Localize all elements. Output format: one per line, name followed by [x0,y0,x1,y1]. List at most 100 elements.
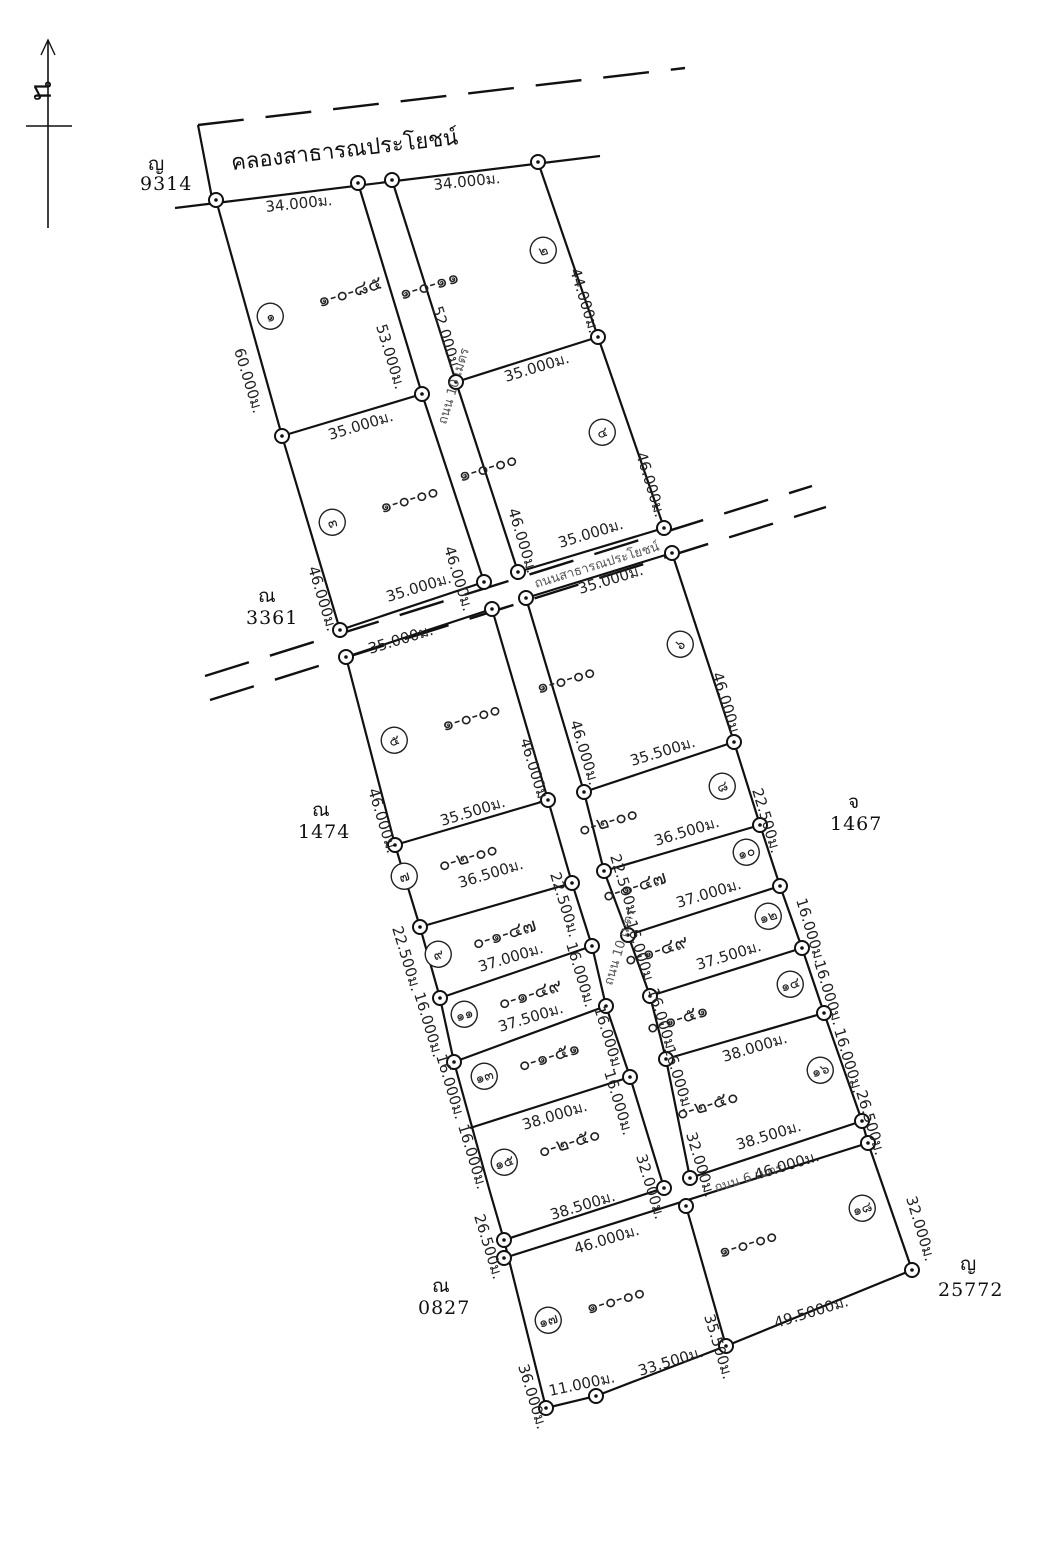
survey-point [596,863,612,879]
survey-point [682,1170,698,1186]
lot-label: ๑๖๐-๒-๕๐ [674,1056,834,1125]
dimension-label: 34.000ม. [433,169,502,194]
lot-area: ๐-๑-๕๑ [515,1037,582,1077]
lot-number: ๑๘ [851,1199,875,1220]
corner-name: ณ [432,1275,451,1297]
canal-label: คลองสาธารณประโยชน์ [230,124,460,176]
lot-number: ๔ [595,424,610,442]
lot-number-circle [470,1062,498,1090]
dimension-label: 16.000ม. [432,1052,469,1121]
lot-area: ๑-๐-๐๐ [716,1224,780,1263]
lot-label: ๑๕๐-๒-๕๐ [490,1123,603,1176]
lot-number-circle [708,772,736,800]
lot-area: ๑-๐-๐๐ [534,660,598,699]
lot-number-circle [380,726,408,754]
survey-point [484,601,500,617]
survey-point [208,192,224,208]
corner-number: 1467 [830,813,882,835]
dimension-label: 38.500ม. [548,1187,617,1224]
dimension-label: 35.500ม. [628,733,697,770]
lot-number: ๗ [397,868,412,886]
lot-number-circle [450,1000,478,1028]
dimension-label: 33.500ม. [636,1343,705,1380]
survey-point [664,545,680,561]
survey-point [387,837,403,853]
lot-number: ๑๖ [810,1061,832,1082]
dimension-label: 35.500ม. [438,793,507,830]
lot-area: ๐-๒-๕๐ [535,1123,602,1163]
survey-point [432,990,448,1006]
dimension-label: 46.000ม. [708,670,745,739]
dimension-label: 16.000ม. [830,1026,867,1095]
lot-number-circle [424,940,452,968]
dimension-label: 46.000ม. [304,564,341,633]
survey-point [794,940,810,956]
dimension-label: 36.500ม. [652,813,721,850]
corner-number: 9314 [140,173,192,195]
corner-number: 3361 [246,607,298,629]
lot-number: ๑๗ [537,1311,560,1332]
survey-point [496,1232,512,1248]
dimension-label: 35.000ม. [366,621,435,658]
dimension-label: 46.000ม. [364,786,401,855]
survey-point [656,1180,672,1196]
dimension-label: 60.000ม. [230,346,267,415]
survey-point [726,734,742,750]
lot-label: ๑๗๑-๐-๐๐ [534,1280,648,1334]
lot-number-circle [806,1056,834,1084]
lot-number-circle [318,508,346,536]
survey-point [678,1198,694,1214]
lot-number-circle [588,418,616,446]
survey-point [860,1135,876,1151]
dimension-label: 16.000ม. [660,1044,697,1113]
lot-number-circle [534,1306,562,1334]
lot-number: ๙ [431,946,445,964]
lot-label: ๓๑-๐-๐๐ [318,479,441,536]
survey-point [448,374,464,390]
survey-point [350,175,366,191]
dimension-label: 46.000ม. [504,506,541,575]
survey-points [208,154,920,1416]
survey-point [772,878,788,894]
north-arrow: น [26,38,72,228]
survey-point [338,649,354,665]
lot-area: ๑-๐-๐๐ [439,697,503,736]
corner-labels: ญ 9314 ณ 3361 ณ 1474 จ 1467 ณ 0827 ญ 257… [140,153,1002,1319]
lot-number: ๑๒ [758,907,780,928]
dimension-label: 38.500ม. [734,1117,803,1154]
dimension-label: 16.000ม. [810,958,847,1027]
dimension-label: 37.000ม. [674,875,743,912]
survey-point [564,875,580,891]
survey-point [642,988,658,1004]
survey-point [622,1069,638,1085]
lot-label: ๕๑-๐-๐๐ [380,697,503,754]
lot-number-circle [490,1148,518,1176]
dimension-label: 11.000ม. [547,1368,616,1400]
lot-number-circle [256,302,284,330]
lot-label: ๑๘๑-๐-๐๐ [716,1194,876,1263]
dimension-label: 35.000ม. [502,349,571,386]
dimension-label: 49.5000ม. [772,1292,851,1332]
lot-area: ๐-๒-๐๐ [576,802,641,841]
survey-point [496,1250,512,1266]
dimension-label: 46.000ม. [516,736,553,805]
survey-point [414,386,430,402]
lot-number-circle [776,970,804,998]
survey-point [816,1005,832,1021]
dimension-label: 46.000ม. [632,450,669,519]
dimension-label: 44.000ม. [566,266,603,335]
lot-number: ๘ [715,778,730,796]
survey-point [854,1113,870,1129]
survey-point [718,1338,734,1354]
corner-name: ณ [258,585,277,607]
survey-point [588,1388,604,1404]
dimension-labels: 34.000ม.34.000ม.60.000ม.53.000ม.52.000ม.… [230,169,939,1431]
corner-name: ญ [960,1253,977,1275]
canal-dashed-line [197,66,686,127]
survey-point [412,919,428,935]
survey-point [530,154,546,170]
lot-number-circle [666,630,694,658]
survey-point [752,817,768,833]
dimension-label: 46.000ม. [752,1147,821,1184]
lot-number: ๑๐ [736,843,757,863]
